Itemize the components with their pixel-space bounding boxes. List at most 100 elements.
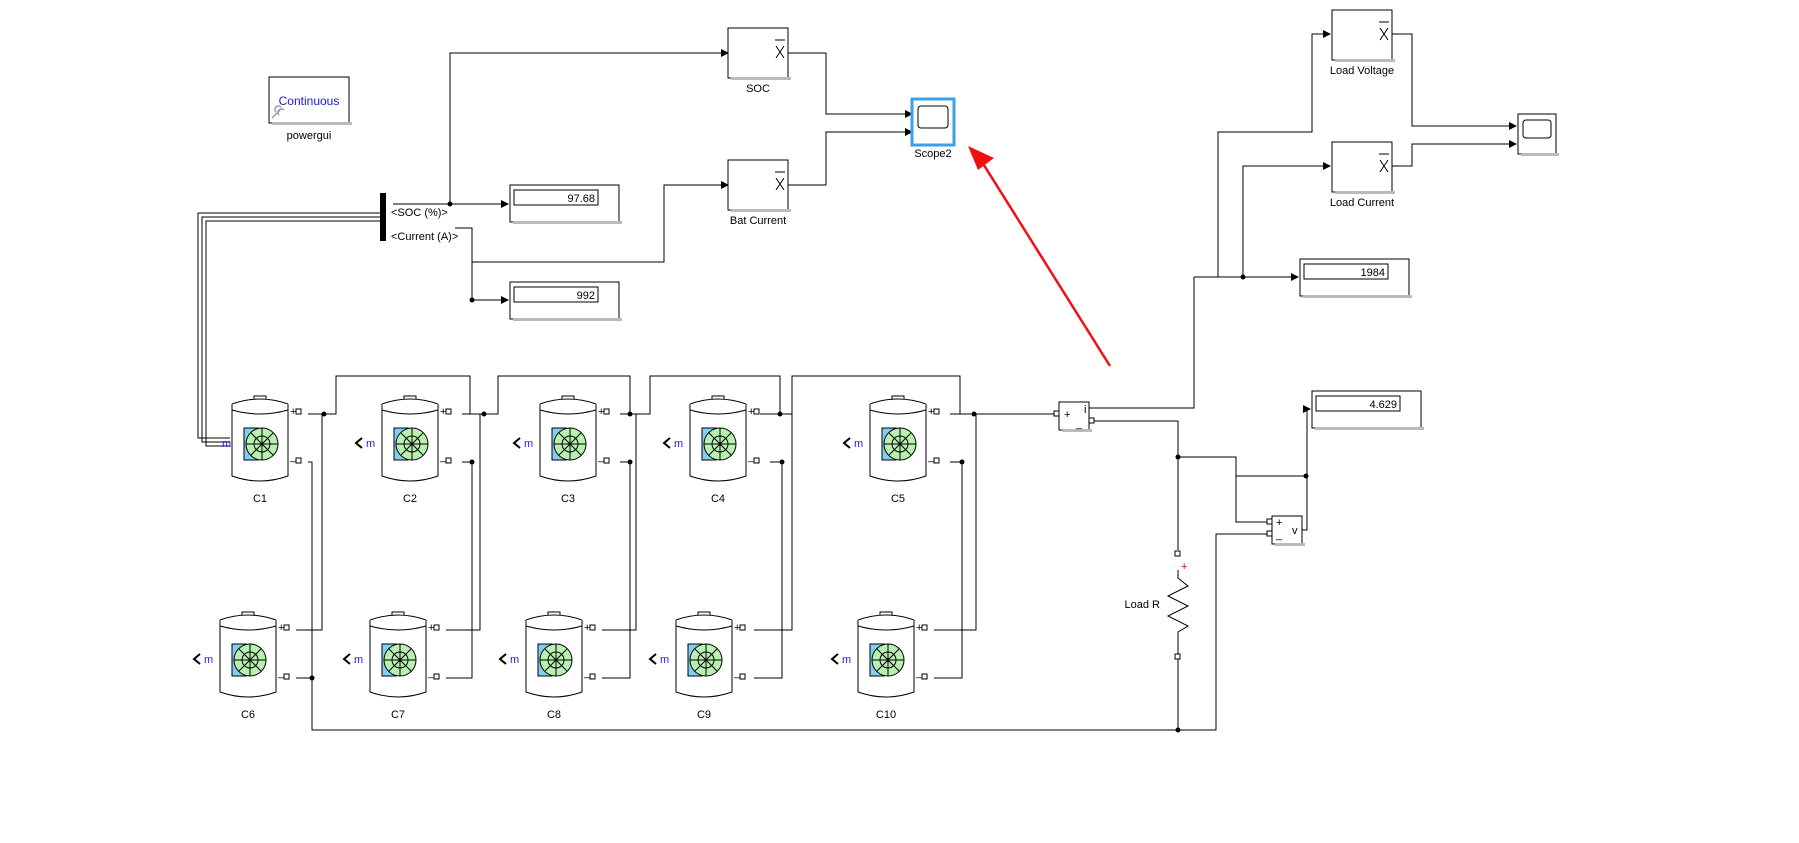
from-goto-chevron-icon [648, 653, 657, 665]
cell-m-port: m [366, 438, 375, 450]
load-r-plus: + [1181, 561, 1187, 573]
battery-cell-c8[interactable]: + _ mC8 [498, 611, 596, 721]
soc-block-label: SOC [746, 83, 770, 95]
cell-label: C9 [697, 709, 711, 721]
load-voltage-block-label: Load Voltage [1330, 65, 1394, 77]
load-r-label: Load R [1125, 599, 1161, 611]
soc-display-value: 97.68 [567, 193, 595, 205]
cell-m-port: m [354, 654, 363, 666]
battery-thermal-icon [869, 643, 905, 677]
cell-minus-port: _ [927, 451, 935, 463]
cell-label: C3 [561, 493, 575, 505]
cell-label: C2 [403, 493, 417, 505]
powergui-mode: Continuous [279, 94, 340, 108]
battery-cell-c6[interactable]: +_mC6 [192, 611, 290, 721]
cell-plus-port: + [290, 406, 296, 418]
cell-m-port: m [524, 438, 533, 450]
battery-thermal-icon [381, 643, 417, 677]
load-scope-block[interactable] [1517, 113, 1559, 156]
cell-label: C4 [711, 493, 725, 505]
bus-selector[interactable]: <SOC (%)> <Current (A)> [380, 193, 458, 243]
battery-cell-c4[interactable]: +_mC4 [662, 395, 760, 505]
load-resistor[interactable]: + Load R [1125, 550, 1190, 660]
cell-plus-port: + [440, 406, 446, 418]
cell-minus-port: _ [277, 667, 285, 679]
annotation-arrow [968, 146, 1112, 367]
battery-cells[interactable]: +_mC1+_mC2+_mC3+_mC4+_mC5+_mC6+_mC7+_mC8… [192, 395, 940, 721]
current-measurement-block[interactable]: + i _ [1053, 401, 1095, 432]
cell-m-port: m [204, 654, 213, 666]
load-current-block-label: Load Current [1330, 197, 1394, 209]
from-goto-chevron-icon [512, 437, 521, 449]
load-current-display-value: 1984 [1361, 267, 1385, 279]
cell-m-port: m [854, 438, 863, 450]
battery-thermal-icon [551, 427, 587, 461]
cell-m-port: m [842, 654, 851, 666]
battery-cell-c9[interactable]: + _ mC9 [648, 611, 746, 721]
bus-signal-soc: <SOC (%)> [391, 207, 448, 219]
battery-cell-c2[interactable]: + _ mC2 [354, 395, 452, 505]
voltage-sensor-v: v [1292, 525, 1298, 537]
cell-minus-port: _ [427, 667, 435, 679]
cell-plus-port: + [598, 406, 604, 418]
scope-screen-icon [1522, 119, 1552, 139]
signal-wires[interactable] [197, 30, 1517, 531]
cell-m-port: m [660, 654, 669, 666]
cell-plus-port: + [428, 622, 434, 634]
battery-thermal-icon [537, 643, 573, 677]
scope2-block[interactable]: Scope2 [910, 97, 956, 160]
cell-minus-port: _ [733, 667, 741, 679]
cell-m-port: m [222, 438, 231, 450]
load-current-display[interactable]: 1984 [1299, 258, 1412, 298]
voltage-measurement-block[interactable]: + _ v [1266, 515, 1305, 546]
cell-label: C1 [253, 493, 267, 505]
cell-plus-port: + [584, 622, 590, 634]
battery-cell-c3[interactable]: + _ mC3 [512, 395, 610, 505]
battery-cell-c7[interactable]: + _ mC7 [342, 611, 440, 721]
cell-minus-port: _ [747, 451, 755, 463]
from-goto-chevron-icon [498, 653, 507, 665]
cell-label: C7 [391, 709, 405, 721]
link-icon [271, 105, 285, 119]
voltage-sensor-plus: + [1276, 517, 1282, 529]
battery-cell-c1[interactable]: +_mC1 [222, 395, 302, 505]
battery-thermal-icon [231, 643, 267, 677]
cell-label: C6 [241, 709, 255, 721]
cell-m-port: m [510, 654, 519, 666]
load-voltage-block[interactable]: Load Voltage [1330, 9, 1395, 77]
cell-plus-port: + [928, 406, 934, 418]
battery-thermal-icon [881, 427, 917, 461]
cell-m-port: m [674, 438, 683, 450]
cell-plus-port: + [734, 622, 740, 634]
scope-screen-icon [917, 105, 949, 129]
soc-block[interactable]: SOC [727, 27, 791, 95]
electrical-wires[interactable] [296, 375, 1309, 733]
from-goto-chevron-icon [842, 437, 851, 449]
load-voltage-display[interactable]: 4.629 [1311, 390, 1424, 430]
from-goto-chevron-icon [342, 653, 351, 665]
load-current-block[interactable]: Load Current [1330, 141, 1395, 209]
from-goto-chevron-icon [192, 653, 201, 665]
cell-minus-port: _ [583, 667, 591, 679]
bat-current-block[interactable]: Bat Current [727, 159, 791, 227]
from-goto-chevron-icon [662, 437, 671, 449]
cell-label: C5 [891, 493, 905, 505]
current-display[interactable]: 992 [509, 281, 622, 321]
battery-cell-c5[interactable]: + _ mC5 [842, 395, 940, 505]
current-sensor-i: i [1084, 404, 1086, 416]
soc-display[interactable]: 97.68 [509, 184, 622, 224]
cell-label: C8 [547, 709, 561, 721]
battery-thermal-icon [687, 643, 723, 677]
cell-label: C10 [876, 709, 896, 721]
from-goto-chevron-icon [354, 437, 363, 449]
battery-thermal-icon [243, 427, 279, 461]
cell-minus-port: _ [597, 451, 605, 463]
cell-plus-port: + [916, 622, 922, 634]
current-sensor-plus: + [1064, 409, 1070, 421]
current-sensor-minus: _ [1075, 418, 1083, 430]
cell-minus-port: _ [439, 451, 447, 463]
powergui-block[interactable]: Continuous powergui [268, 76, 352, 142]
bus-signal-current: <Current (A)> [391, 231, 458, 243]
